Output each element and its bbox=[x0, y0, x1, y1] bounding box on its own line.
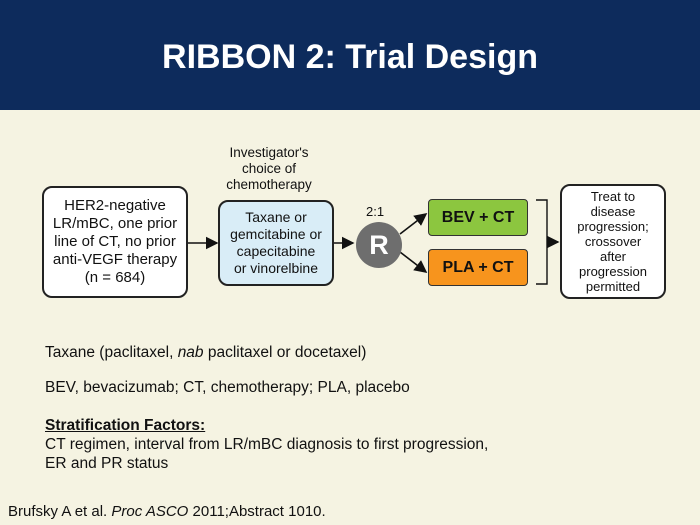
arrow-randomize-to-pla bbox=[399, 251, 428, 273]
slide-header: RIBBON 2: Trial Design bbox=[0, 0, 700, 110]
population-box: HER2-negative LR/mBC, one prior line of … bbox=[42, 186, 188, 298]
randomization-ratio: 2:1 bbox=[366, 204, 385, 219]
stratification-title: Stratification Factors: bbox=[45, 417, 206, 434]
slide-title: RIBBON 2: Trial Design bbox=[162, 37, 538, 76]
outcome-box: Treat to disease progression; crossover … bbox=[560, 184, 666, 299]
taxane-note-italic: nab bbox=[177, 344, 204, 361]
outcome-text: Treat to disease progression; crossover … bbox=[577, 189, 649, 294]
citation: Brufsky A et al. Proc ASCO 2011;Abstract… bbox=[8, 503, 326, 520]
abbreviations-note: BEV, bevacizumab; CT, chemotherapy; PLA,… bbox=[45, 379, 410, 396]
chemo-options-text: Taxane or gemcitabine or capecitabine or… bbox=[230, 209, 322, 276]
arm-pla-ct: PLA + CT bbox=[428, 249, 528, 286]
arrow-randomize-to-bev bbox=[399, 213, 428, 235]
chemo-choice-label: Investigator's choice of chemotherapy bbox=[226, 145, 312, 192]
citation-rest: 2011;Abstract 1010. bbox=[188, 503, 326, 520]
taxane-note: Taxane (paclitaxel, nab paclitaxel or do… bbox=[45, 343, 366, 362]
chemo-options-box: Taxane or gemcitabine or capecitabine or… bbox=[218, 200, 334, 286]
stratification-section: Stratification Factors: CT regimen, inte… bbox=[45, 416, 488, 473]
stratification-line-1: CT regimen, interval from LR/mBC diagnos… bbox=[45, 436, 489, 453]
arm-bev-ct: BEV + CT bbox=[428, 199, 528, 236]
bracket-arms bbox=[536, 199, 548, 285]
citation-authors: Brufsky A et al. bbox=[8, 503, 112, 520]
population-text: HER2-negative LR/mBC, one prior line of … bbox=[52, 197, 178, 286]
taxane-note-suffix: paclitaxel or docetaxel) bbox=[203, 344, 367, 361]
citation-journal: Proc ASCO bbox=[111, 503, 189, 520]
randomize-circle: R bbox=[356, 222, 402, 268]
taxane-note-prefix: Taxane (paclitaxel, bbox=[45, 344, 178, 361]
stratification-line-2: ER and PR status bbox=[45, 455, 169, 472]
